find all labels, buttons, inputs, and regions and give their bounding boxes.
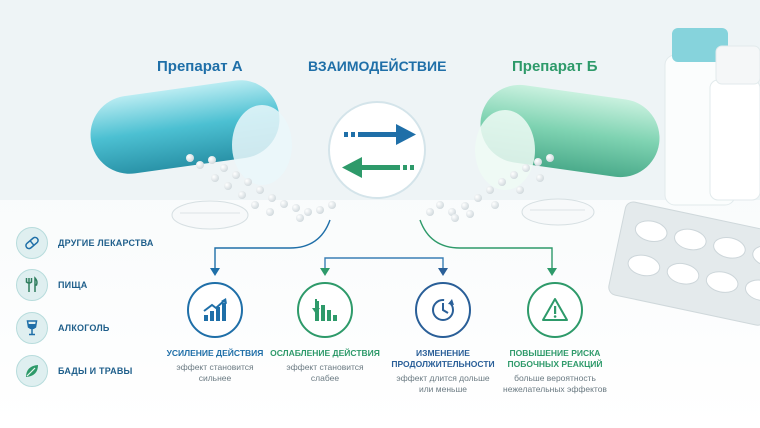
category-label: ПИЩА: [58, 280, 88, 290]
category-other-drugs: ДРУГИЕ ЛЕКАРСТВА: [16, 227, 154, 259]
drug-b-title: Препарат Б: [512, 58, 598, 75]
fork-knife-icon: [16, 269, 48, 301]
effect-desc-line-2: или меньше: [418, 384, 468, 394]
blister-pack-illustration: [608, 201, 760, 326]
effect-desc-line-2: слабее: [310, 373, 340, 383]
effect-title-line-2: ПОБОЧНЫХ РЕАКЦИЙ: [507, 359, 603, 369]
interaction-title: ВЗАИМОДЕЙСТВИЕ: [308, 58, 447, 74]
capsule-a-illustration: [90, 80, 292, 230]
category-supplements: БАДЫ И ТРАВЫ: [16, 355, 133, 387]
warning-icon: [527, 282, 583, 338]
pill-bottles-illustration: [664, 28, 760, 206]
clock-icon: [415, 282, 471, 338]
effect-desc-line-1: эффект становится: [176, 362, 254, 372]
effect-title: УСИЛЕНИЕ ДЕЙСТВИЯ: [166, 348, 264, 358]
effect-desc-line-1: эффект становится: [286, 362, 364, 372]
drug-a-title: Препарат А: [157, 58, 243, 75]
effect-desc-line-2: нежелательных эффектов: [503, 384, 607, 394]
pill-icon: [16, 227, 48, 259]
chart-down-icon: [297, 282, 353, 338]
category-label: АЛКОГОЛЬ: [58, 323, 110, 333]
capsule-b-illustration: [475, 84, 660, 226]
scattered-pills: [186, 154, 554, 222]
effect-title: ОСЛАБЛЕНИЕ ДЕЙСТВИЯ: [270, 348, 380, 358]
category-alcohol: АЛКОГОЛЬ: [16, 312, 110, 344]
leaf-icon: [16, 355, 48, 387]
effect-desc-line-2: сильнее: [198, 373, 232, 383]
exchange-arrows-icon: [342, 124, 416, 178]
effect-title-line-2: ПРОДОЛЖИТЕЛЬНОСТИ: [391, 359, 495, 369]
effect-desc-line-1: больше вероятность: [514, 373, 596, 383]
category-label: БАДЫ И ТРАВЫ: [58, 366, 133, 376]
category-label: ДРУГИЕ ЛЕКАРСТВА: [58, 238, 154, 248]
interaction-circle: [328, 101, 426, 199]
wine-glass-icon: [16, 312, 48, 344]
effect-desc-line-1: эффект длится дольше: [396, 373, 490, 383]
connector-arrowheads: [210, 268, 557, 276]
chart-up-icon: [187, 282, 243, 338]
effect-title-line-1: ИЗМЕНЕНИЕ: [416, 348, 470, 358]
effect-title-line-1: ПОВЫШЕНИЕ РИСКА: [509, 348, 601, 358]
category-food: ПИЩА: [16, 269, 87, 301]
connector-lines: [214, 219, 553, 268]
